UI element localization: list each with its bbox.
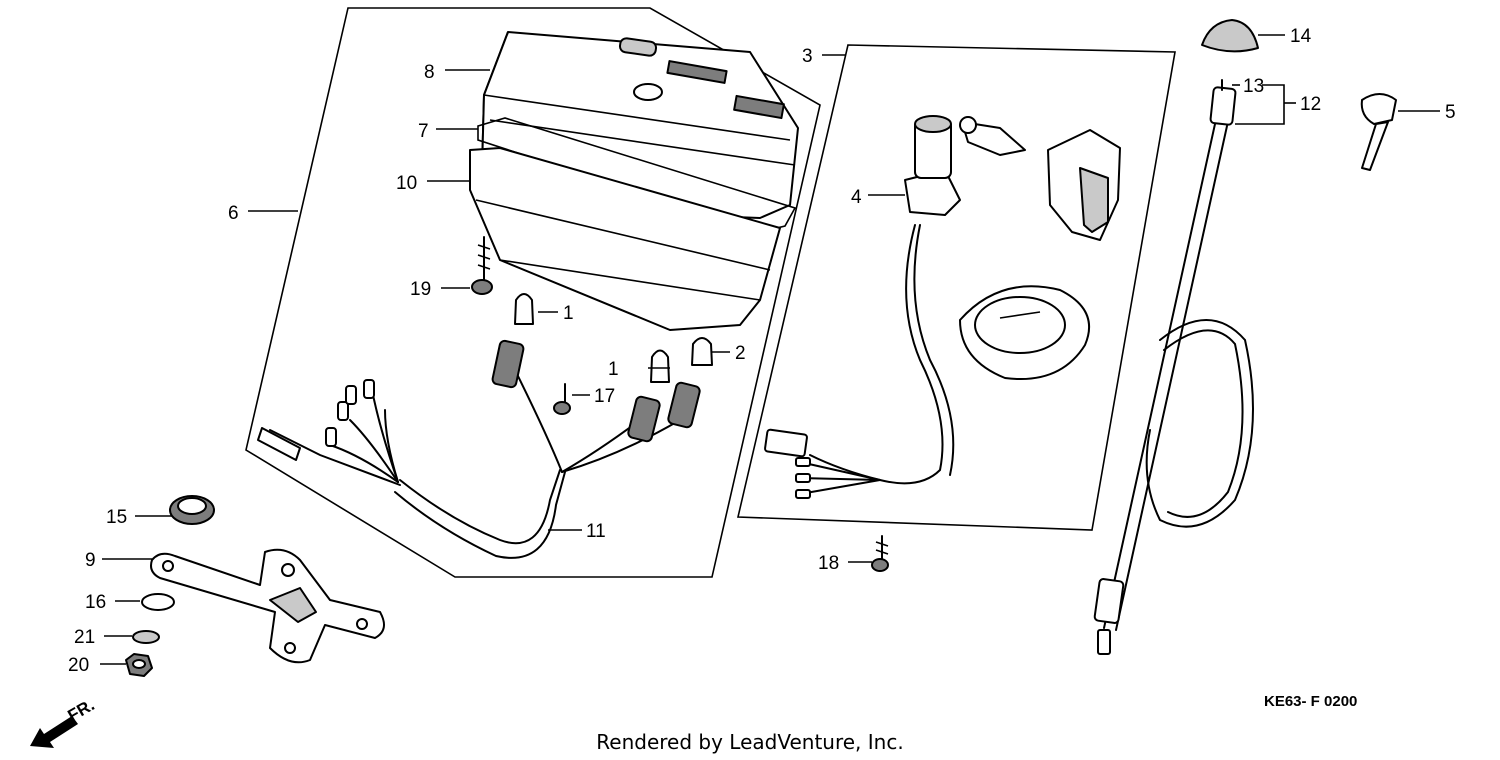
ignition-switch	[764, 115, 1026, 499]
callout-9: 8	[424, 62, 435, 83]
callout-20: 20	[68, 655, 89, 676]
nut-20	[125, 653, 153, 677]
callout-12: 12	[1300, 94, 1321, 115]
callout-19: 19	[410, 279, 431, 300]
front-arrow-icon	[30, 716, 78, 748]
bulb-1-lower	[650, 349, 670, 383]
callout-6: 6	[228, 203, 239, 224]
callout-2: 2	[735, 343, 746, 364]
washer-16	[141, 593, 175, 611]
callout-14: 14	[1290, 26, 1312, 47]
render-credit: Rendered by LeadVenture, Inc.	[596, 730, 903, 754]
front-direction-marker: FR.	[30, 695, 98, 748]
callout-18: 18	[818, 553, 839, 574]
callout-labels: 8 7 10 6 19 1 1 2 17 11 3 4 14 13 12 5 1…	[68, 26, 1456, 676]
callout-7: 7	[418, 121, 429, 142]
meter-assembly-outline	[245, 7, 821, 578]
meter-bracket	[150, 548, 385, 664]
washer-21	[132, 630, 160, 644]
callout-13: 13	[1243, 76, 1264, 97]
callout-5: 5	[1445, 102, 1456, 123]
callout-3: 3	[802, 46, 813, 67]
screw-19	[471, 236, 493, 295]
wire-harness	[257, 339, 701, 559]
screw-18	[871, 535, 889, 572]
callout-21: 21	[74, 627, 95, 648]
callout-17: 17	[594, 386, 615, 407]
meter-gasket	[477, 117, 797, 233]
grommet-15	[169, 495, 215, 525]
callout-15: 15	[106, 507, 127, 528]
leader-lines	[100, 34, 1440, 665]
callout-4: 4	[851, 187, 862, 208]
switch-bracket	[1047, 129, 1121, 241]
bulb-2	[691, 337, 713, 366]
ignition-switch-assembly-outline	[737, 44, 1176, 531]
callout-10: 10	[396, 173, 417, 194]
diagram-code: KE63- F 0200	[1264, 693, 1357, 710]
fuel-cap	[959, 285, 1090, 380]
callout-1-upper: 1	[563, 303, 574, 324]
bulb-1-upper	[514, 293, 534, 325]
screw-17	[553, 383, 571, 415]
key-5	[1360, 93, 1397, 171]
callout-8: 9	[85, 550, 96, 571]
meter-lower-case	[469, 147, 781, 331]
callout-11: 11	[586, 521, 606, 542]
callout-16: 16	[85, 592, 106, 613]
speedometer-cable	[1093, 79, 1254, 655]
cap-14	[1201, 19, 1259, 53]
callout-1-lower: 1	[608, 359, 619, 380]
